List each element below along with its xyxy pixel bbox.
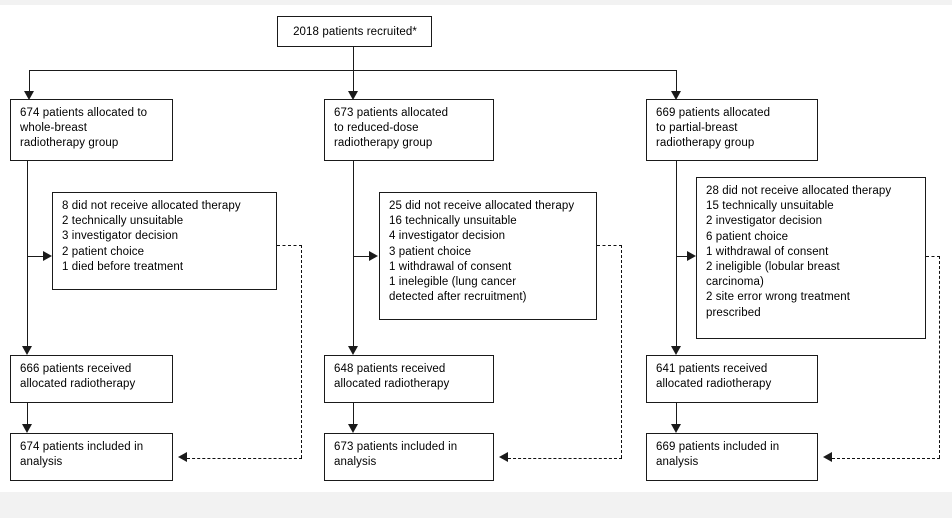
arrowhead-arm3	[671, 91, 681, 100]
box-exclusions-whole-breast: 8 did not receive allocated therapy 2 te…	[52, 192, 277, 290]
box-analysed-whole-breast: 674 patients included in analysis	[10, 433, 173, 481]
page-band-bottom	[0, 492, 952, 518]
arrowhead-dashed-arm3	[823, 452, 832, 462]
box-exclusions-partial-breast: 28 did not receive allocated therapy 15 …	[696, 177, 926, 339]
connector-received-to-analysed-arm2	[353, 403, 355, 424]
connector-drop-arm2	[353, 70, 355, 93]
dashed-return-arm1	[187, 458, 302, 459]
box-allocated-reduced-dose: 673 patients allocated to reduced-dose r…	[324, 99, 494, 161]
dashed-exit-arm2	[597, 245, 622, 246]
page-band-top	[0, 0, 952, 5]
connector-branch-exclusion-arm3	[676, 256, 688, 258]
connector-received-to-analysed-arm3	[676, 403, 678, 424]
box-allocated-whole-breast: 674 patients allocated to whole-breast r…	[10, 99, 173, 161]
dashed-vertical-arm3	[939, 256, 940, 458]
connector-spine-arm1	[27, 161, 29, 346]
dashed-exit-arm1	[277, 245, 302, 246]
connector-recruited-stem	[353, 47, 355, 71]
box-received-partial-breast: 641 patients received allocated radiothe…	[646, 355, 818, 403]
connector-drop-arm3	[676, 70, 678, 93]
arrowhead-received-arm3	[671, 346, 681, 355]
box-allocated-partial-breast: 669 patients allocated to partial-breast…	[646, 99, 818, 161]
arrowhead-analysed-arm3	[671, 424, 681, 433]
arrowhead-analysed-arm1	[22, 424, 32, 433]
arrowhead-exclusion-arm1	[43, 251, 52, 261]
dashed-return-arm3	[832, 458, 940, 459]
arrowhead-exclusion-arm3	[687, 251, 696, 261]
connector-branch-exclusion-arm2	[353, 256, 370, 258]
connector-drop-arm1	[29, 70, 31, 93]
box-analysed-reduced-dose: 673 patients included in analysis	[324, 433, 494, 481]
dashed-vertical-arm2	[621, 245, 622, 458]
dashed-vertical-arm1	[301, 245, 302, 458]
arrowhead-dashed-arm1	[178, 452, 187, 462]
arrowhead-arm1	[24, 91, 34, 100]
box-analysed-partial-breast: 669 patients included in analysis	[646, 433, 818, 481]
arrowhead-received-arm1	[22, 346, 32, 355]
arrowhead-dashed-arm2	[499, 452, 508, 462]
arrowhead-received-arm2	[348, 346, 358, 355]
box-received-reduced-dose: 648 patients received allocated radiothe…	[324, 355, 494, 403]
box-recruited: 2018 patients recruited*	[277, 16, 432, 47]
dashed-exit-arm3	[926, 256, 940, 257]
arrowhead-exclusion-arm2	[369, 251, 378, 261]
connector-received-to-analysed-arm1	[27, 403, 29, 424]
arrowhead-arm2	[348, 91, 358, 100]
connector-spine-arm3	[676, 161, 678, 346]
arrowhead-analysed-arm2	[348, 424, 358, 433]
connector-branch-exclusion-arm1	[27, 256, 45, 258]
dashed-return-arm2	[508, 458, 622, 459]
box-received-whole-breast: 666 patients received allocated radiothe…	[10, 355, 173, 403]
box-exclusions-reduced-dose: 25 did not receive allocated therapy 16 …	[379, 192, 597, 320]
connector-spine-arm2	[353, 161, 355, 346]
